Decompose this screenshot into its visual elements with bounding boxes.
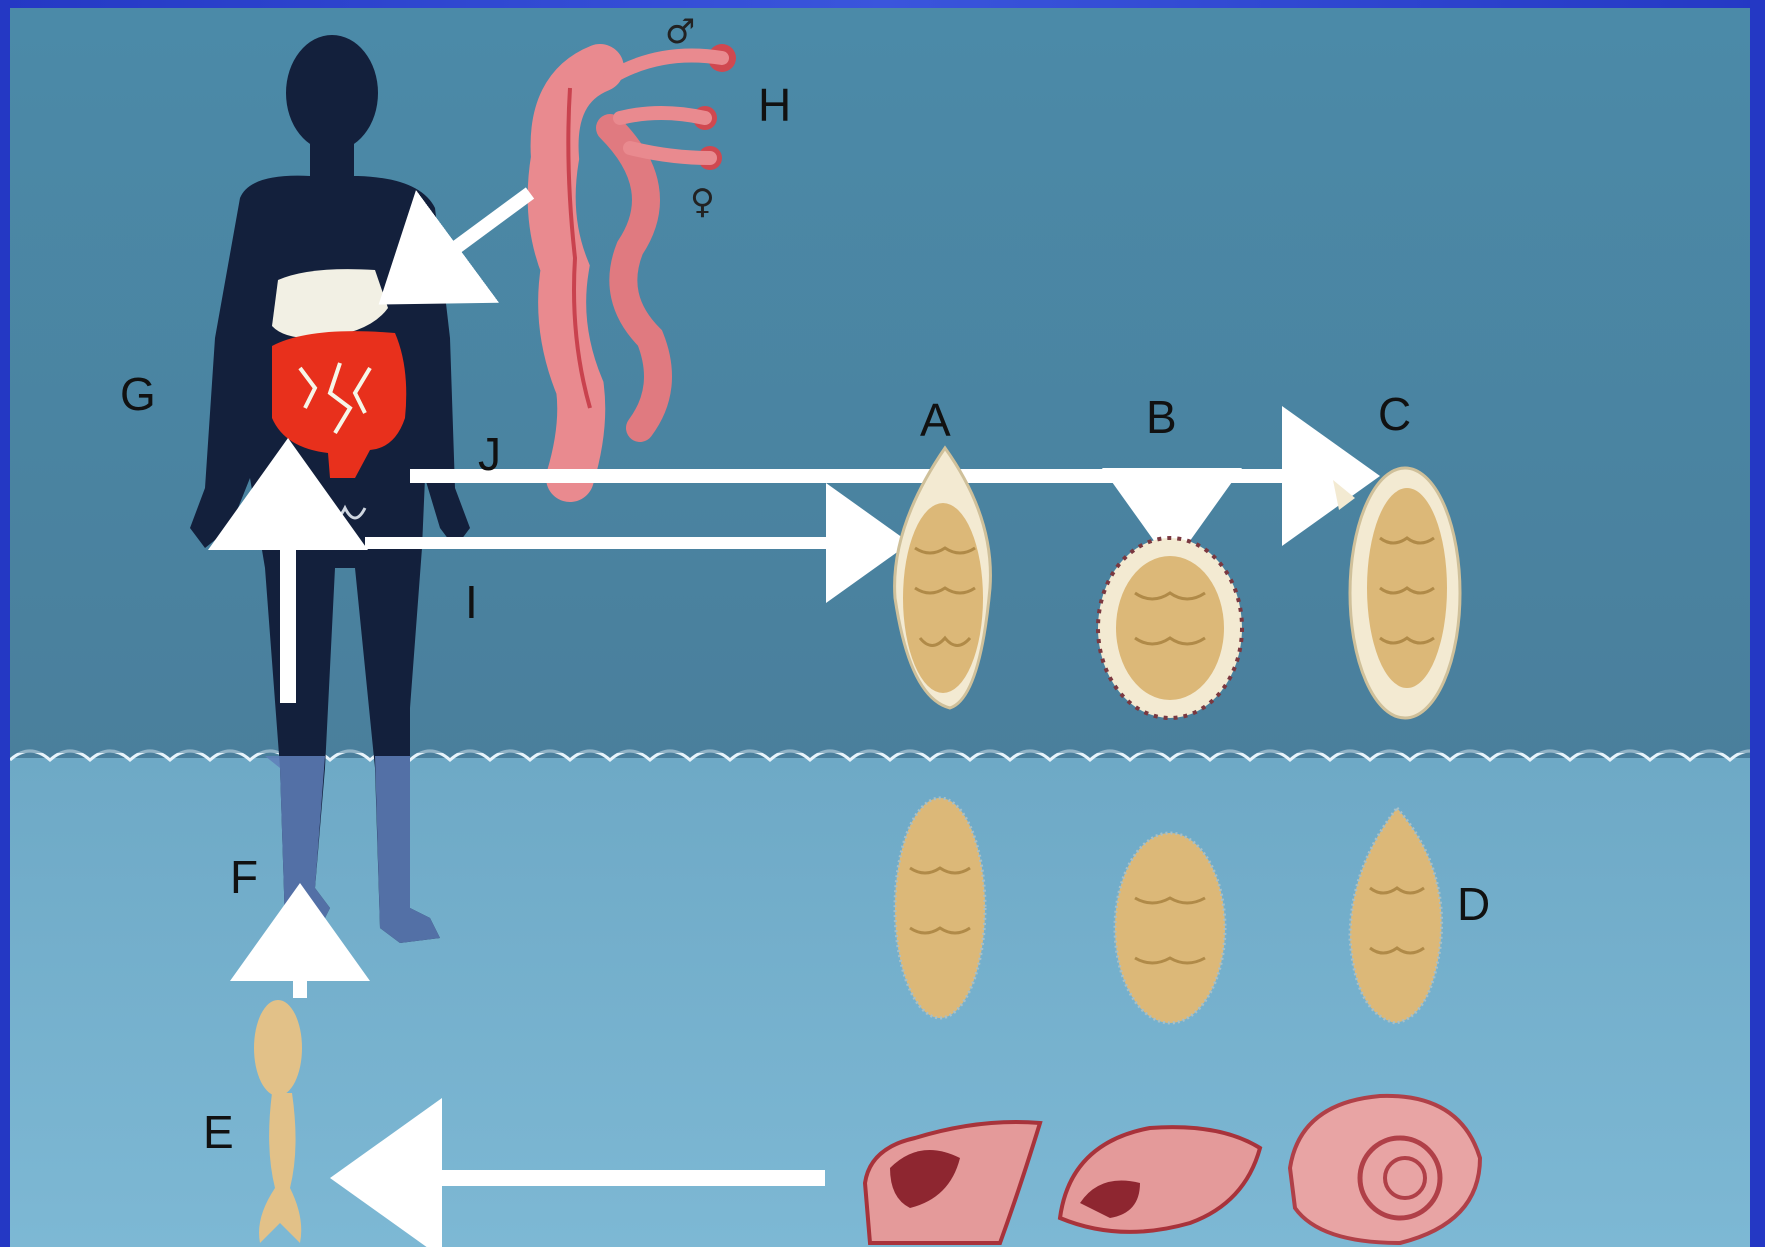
label-e: E	[203, 1106, 234, 1158]
label-c: C	[1378, 388, 1411, 440]
female-symbol: ♀	[690, 182, 715, 222]
label-f: F	[230, 851, 258, 903]
label-h: H	[758, 79, 791, 131]
life-cycle-illustration: A B C D E F G H I J ♂ ♀	[10, 8, 1750, 1247]
male-symbol: ♂	[665, 12, 695, 52]
snail-3	[1290, 1096, 1480, 1243]
label-i: I	[465, 576, 478, 628]
label-b: B	[1146, 391, 1177, 443]
label-j: J	[478, 428, 501, 480]
label-g: G	[120, 368, 156, 420]
label-a: A	[920, 394, 951, 446]
egg-b	[1098, 538, 1242, 718]
miracidium-2	[1115, 833, 1225, 1023]
miracidium-1	[895, 798, 985, 1018]
label-d: D	[1457, 878, 1490, 930]
